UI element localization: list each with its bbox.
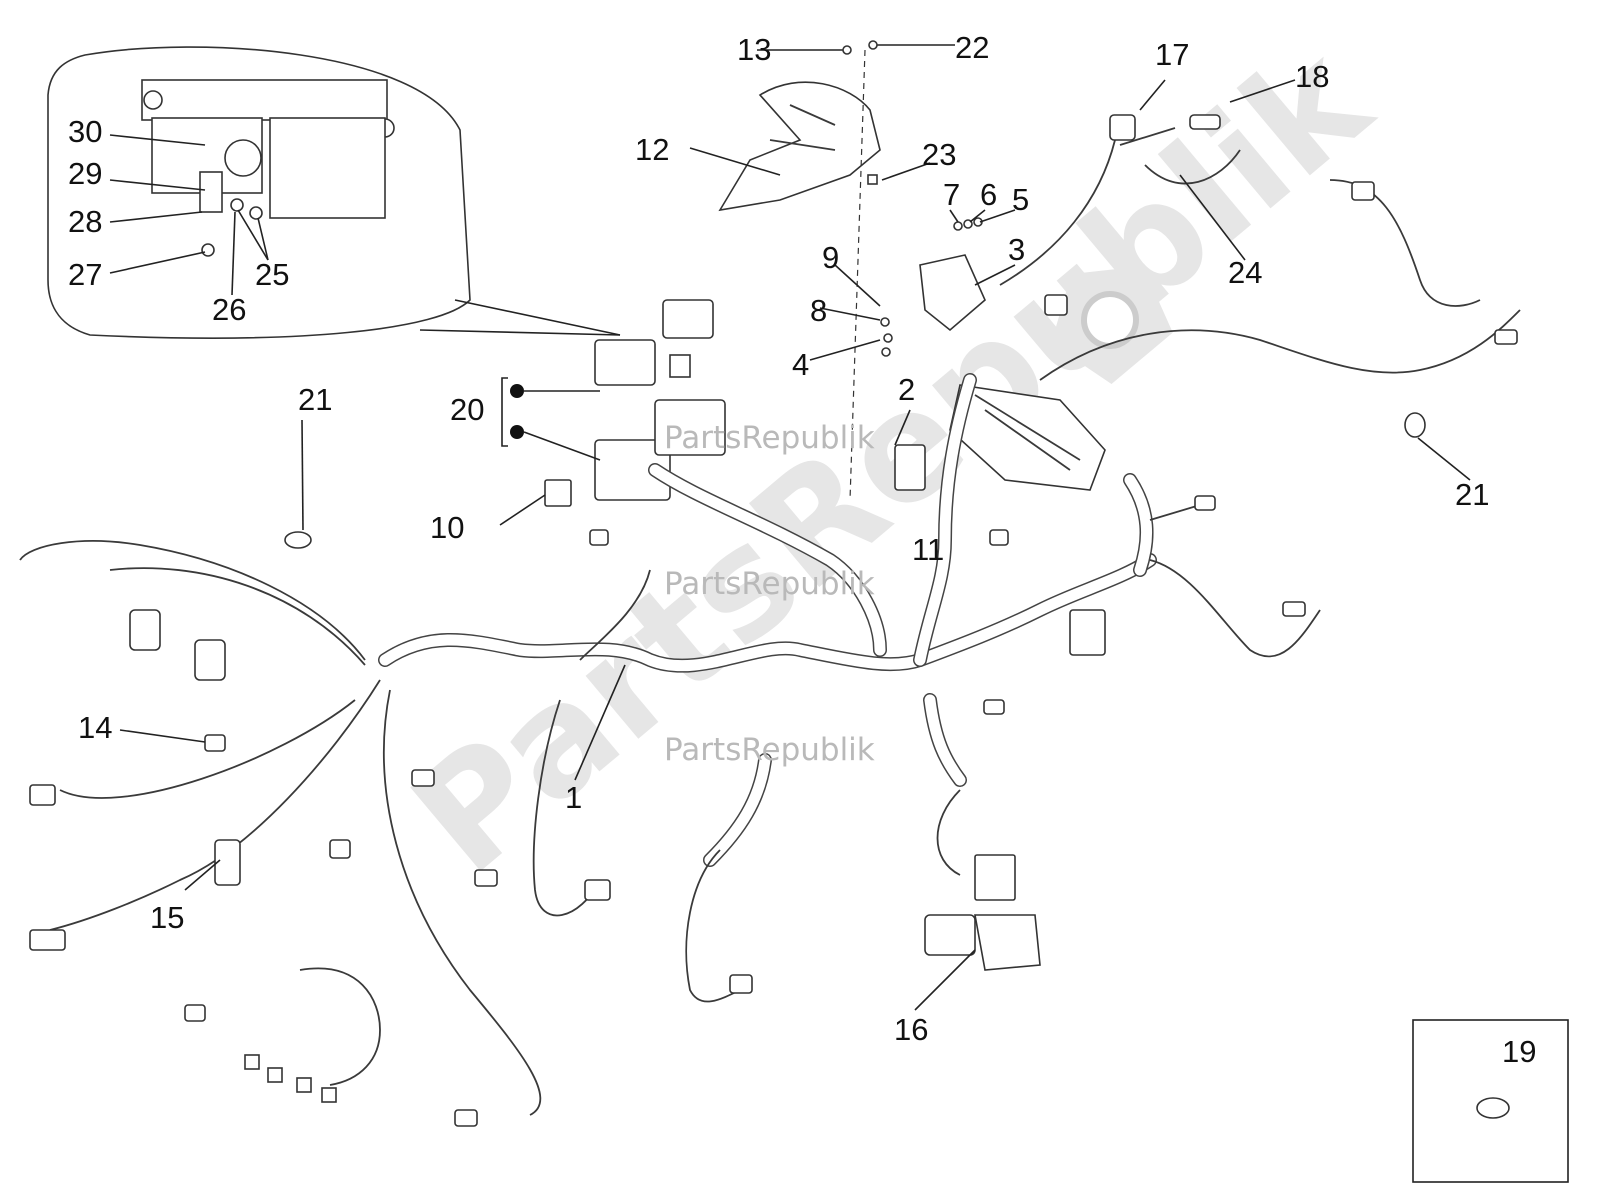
callout-7: 7 [943, 177, 960, 212]
callout-6: 6 [980, 177, 997, 212]
screw-22 [868, 40, 955, 50]
callout-1: 1 [565, 780, 582, 815]
callout-15: 15 [150, 900, 184, 935]
part-19-box [1412, 1019, 1569, 1183]
dashed-axis [849, 49, 866, 501]
callout-4: 4 [792, 347, 809, 382]
callout-19: 19 [1502, 1034, 1536, 1069]
callout-12: 12 [635, 132, 669, 167]
watermarks: PartsRepublik PartsRepublik PartsRepubli… [664, 420, 875, 768]
callout-labels: 1 2 3 4 5 6 7 8 9 10 11 12 13 14 15 16 1… [68, 30, 1536, 1069]
watermark-2: PartsRepublik [664, 566, 875, 602]
bracket-12 [718, 81, 881, 212]
callout-28: 28 [68, 204, 102, 239]
clamp-21-right [1404, 412, 1426, 438]
callout-29: 29 [68, 156, 102, 191]
callout-22: 22 [955, 30, 989, 65]
cover-3 [919, 254, 986, 332]
callout-10: 10 [430, 510, 464, 545]
callout-5: 5 [1012, 182, 1029, 217]
starter-relay-16 [974, 914, 1041, 971]
callout-14: 14 [78, 710, 112, 745]
main-harness-1 [19, 127, 1521, 1116]
connectors [29, 114, 1518, 1127]
watermark-3: PartsRepublik [664, 732, 875, 768]
leader-lines [109, 79, 1471, 1011]
callout-2: 2 [898, 372, 915, 407]
relay-10 [544, 479, 572, 507]
background-watermark: PartsRepublik [381, 11, 1402, 907]
callout-9: 9 [822, 240, 839, 275]
fuse-boxes-20 [501, 299, 726, 501]
callout-30: 30 [68, 114, 102, 149]
callout-17: 17 [1155, 37, 1189, 72]
watermark-1: PartsRepublik [664, 420, 875, 456]
background-watermark-text: PartsRepublik [381, 11, 1402, 907]
callout-23: 23 [922, 137, 956, 172]
callout-21-right: 21 [1455, 477, 1489, 512]
detail-inset [47, 46, 621, 339]
callout-3: 3 [1008, 232, 1025, 267]
callout-25: 25 [255, 257, 289, 292]
callout-26: 26 [212, 292, 246, 327]
callout-16: 16 [894, 1012, 928, 1047]
callout-18: 18 [1295, 59, 1329, 94]
callout-11: 11 [912, 532, 944, 567]
callout-8: 8 [810, 293, 827, 328]
clamp-21-left [284, 531, 312, 549]
callout-27: 27 [68, 257, 102, 292]
callout-24: 24 [1228, 255, 1262, 290]
callout-20: 20 [450, 392, 484, 427]
callout-13: 13 [737, 32, 771, 67]
nut-23 [867, 174, 878, 185]
callout-21-left: 21 [298, 382, 332, 417]
screw-13 [757, 45, 852, 55]
